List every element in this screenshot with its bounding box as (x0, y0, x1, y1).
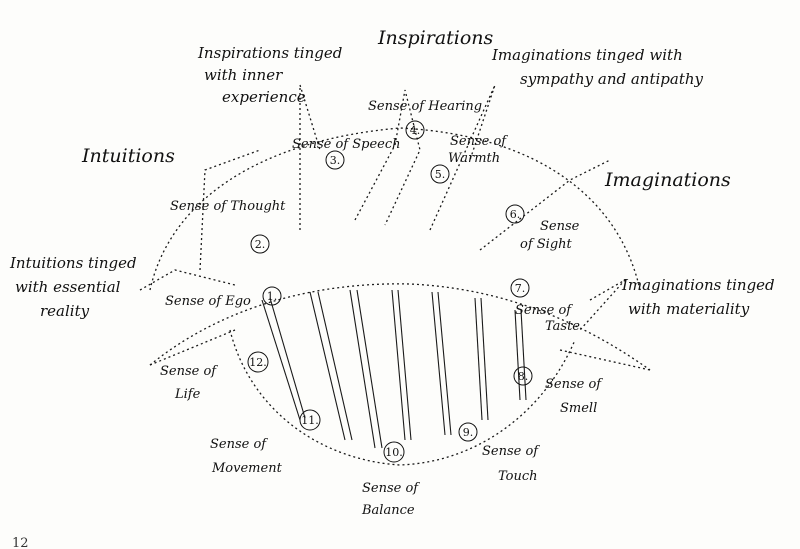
sense-12-label-2: Life (174, 387, 201, 402)
label-inspirations-inner-1: Inspirations tinged (197, 44, 342, 62)
label-intuitions-essential-2: with essential (15, 278, 121, 296)
num-circle-1 (262, 286, 282, 306)
sense-8-label-2: Smell (560, 401, 597, 416)
label-imaginations-sympathy-2: sympathy and antipathy (520, 70, 704, 88)
num-10: 10. (385, 446, 403, 459)
sense-1-label: Sense of Ego (165, 294, 251, 309)
sense-7-label-1: Sense of (515, 303, 573, 318)
num-9: 9. (463, 426, 474, 439)
sense-8-label-1: Sense of (545, 377, 603, 392)
sense-3-label: Sense of Speech (292, 137, 401, 152)
label-inspirations-inner-3: experience (222, 88, 306, 106)
upper-dome-outline (149, 127, 641, 291)
label-intuitions: Intuitions (81, 145, 175, 167)
num-1: 1. (267, 290, 278, 303)
num-circle-6 (505, 204, 525, 224)
sense-5-label-2: Warmth (448, 151, 500, 166)
num-circle-8 (513, 366, 533, 386)
hatched-region (261, 289, 527, 449)
num-12: 12. (249, 356, 267, 369)
label-inspirations: Inspirations (377, 27, 494, 49)
num-circle-3 (325, 150, 345, 170)
num-6: 6. (510, 208, 521, 221)
label-imaginations-materiality-1: Imaginations tinged (621, 276, 775, 294)
num-5: 5. (435, 168, 446, 181)
sense-10-label-1: Sense of (362, 481, 420, 496)
sense-6-label-2: of Sight (520, 237, 573, 252)
label-inspirations-inner-2: with inner (204, 66, 283, 84)
num-circle-11 (299, 409, 321, 431)
num-circle-10 (383, 441, 405, 463)
num-circle-4 (405, 120, 425, 140)
num-circle-7 (510, 278, 530, 298)
sense-12-label-1: Sense of (160, 364, 218, 379)
sense-10-label-2: Balance (361, 503, 415, 518)
num-circle-9 (458, 422, 478, 442)
num-8: 8. (518, 370, 529, 383)
num-7: 7. (515, 282, 526, 295)
sense-11-label-2: Movement (211, 461, 283, 476)
num-4: 4. (410, 124, 421, 137)
sense-9-label-1: Sense of (482, 444, 540, 459)
sense-9-label-2: Touch (498, 469, 538, 484)
num-circle-5 (430, 164, 450, 184)
sense-11-label-1: Sense of (210, 437, 268, 452)
num-circle-2 (250, 234, 270, 254)
num-2: 2. (255, 238, 266, 251)
sense-4-label: Sense of Hearing (368, 99, 482, 114)
sense-numbers: 1. 2. 3. 4. 5. 6. 7. 8. 9. 10. 11. 12. (247, 120, 533, 463)
sense-5-label-1: Sense of (450, 134, 508, 149)
sense-2-label: Sense of Thought (170, 199, 286, 214)
num-circle-12 (247, 351, 269, 373)
sense-7-label-2: Taste (545, 319, 580, 334)
num-3: 3. (330, 154, 341, 167)
label-imaginations: Imaginations (604, 169, 731, 191)
label-intuitions-essential-3: reality (40, 302, 90, 320)
label-imaginations-materiality-2: with materiality (628, 300, 750, 318)
sense-6-label-1: Sense (540, 219, 580, 234)
spikes (139, 84, 651, 371)
page-number: 12 (12, 536, 29, 549)
num-11: 11. (301, 414, 319, 427)
label-imaginations-sympathy-1: Imaginations tinged with (491, 46, 683, 64)
label-intuitions-essential-1: Intuitions tinged (9, 254, 137, 272)
